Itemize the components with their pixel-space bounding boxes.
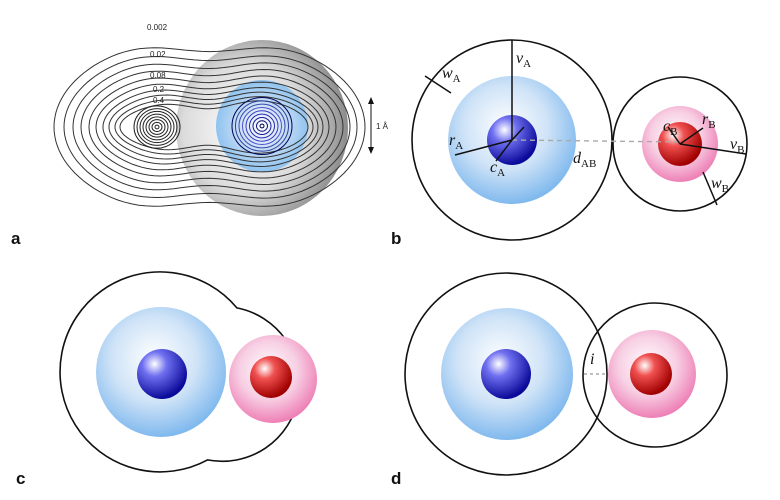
- label-vA: vA: [516, 50, 531, 70]
- left-ring: [151, 121, 163, 133]
- left-ring: [154, 124, 160, 130]
- left-ring: [133, 105, 181, 149]
- atom-a-core-c: [137, 349, 187, 399]
- panel-letter-d: d: [391, 469, 401, 488]
- label-wA: wA: [442, 65, 461, 85]
- panel-b: vA wA rA cA dAB cB rB vB wB b: [391, 39, 748, 248]
- right-ring: [259, 123, 265, 129]
- right-ring: [245, 110, 279, 142]
- label-rA: rA: [449, 132, 463, 152]
- contour-line-1: [63, 55, 358, 199]
- contour-label-0: 0.002: [147, 23, 168, 32]
- dab-dashed-line: [511, 139, 681, 143]
- scale-bar-label: 1 Å: [376, 122, 389, 131]
- right-ring: [252, 116, 272, 136]
- right-ring: [238, 103, 286, 149]
- left-ring: [148, 119, 166, 135]
- panel-c: c: [16, 271, 317, 488]
- panel-letter-a: a: [11, 229, 21, 248]
- blue-sphere: [216, 80, 308, 172]
- contour-line-4: [88, 75, 337, 179]
- atom-a-core-d: [481, 349, 531, 399]
- contour-line-0: [53, 47, 366, 207]
- label-rB: rB: [702, 111, 716, 131]
- contour-line-2: [72, 62, 351, 192]
- contour-line-3: [80, 68, 344, 186]
- contour-line-8: [114, 96, 314, 158]
- label-cB: cB: [663, 118, 677, 138]
- panel-d: i d: [391, 272, 728, 488]
- atom-b-core-c: [250, 356, 292, 398]
- right-ring: [231, 97, 293, 155]
- atom-b-core-d: [630, 353, 672, 395]
- panel-letter-c: c: [16, 469, 25, 488]
- atom-a-radii: [424, 40, 525, 162]
- left-ring: [139, 110, 175, 144]
- contour-line-6: [102, 86, 324, 168]
- contour-label-2: 0.08: [150, 71, 166, 80]
- right-ring: [235, 100, 289, 152]
- panel-letter-b: b: [391, 229, 401, 248]
- panel-a: 0.002 0.02 0.08 0.2 0.4 1 Å a: [11, 23, 389, 248]
- left-atom-rings: [133, 105, 181, 149]
- contour-label-3: 0.2: [153, 85, 165, 94]
- contour-label-4: 0.4: [153, 96, 165, 105]
- label-cA: cA: [490, 159, 505, 179]
- label-dAB: dAB: [573, 150, 596, 170]
- density-contours: [53, 47, 366, 207]
- right-atom-rings: [231, 97, 293, 155]
- atom-b-radii: [667, 126, 747, 206]
- atom-b-outer-circle-d: [582, 302, 728, 448]
- contour-line-7: [108, 91, 319, 163]
- right-ring: [249, 113, 275, 139]
- left-ring: [136, 108, 178, 146]
- right-ring: [242, 106, 282, 146]
- contour-line-5: [95, 81, 330, 173]
- label-wB: wB: [711, 175, 729, 195]
- label-i: i: [590, 351, 594, 368]
- left-ring: [142, 113, 172, 141]
- contour-label-1: 0.02: [150, 50, 166, 59]
- label-vB: vB: [730, 136, 744, 156]
- scale-bar: 1 Å: [368, 97, 389, 154]
- right-ring: [256, 120, 268, 132]
- left-ring: [145, 116, 169, 138]
